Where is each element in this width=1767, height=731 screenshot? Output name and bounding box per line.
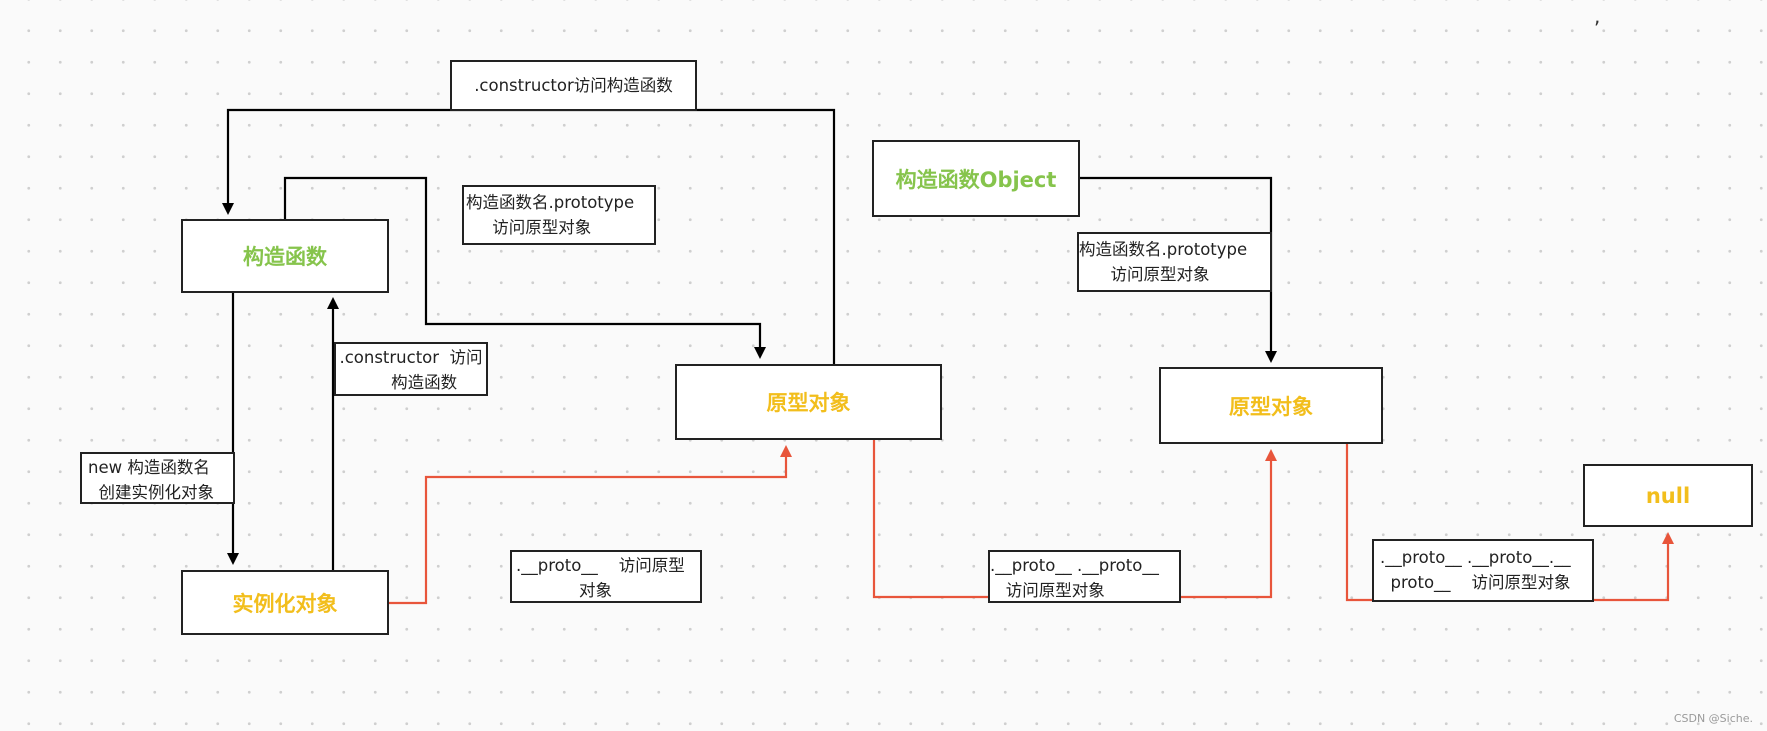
connector-constructor-to-prototype (283, 176, 766, 359)
prototype-node-left: 原型对象 (675, 364, 942, 440)
label-proto-access: .__proto__ 访问原型 对象 (510, 550, 702, 603)
constructor-object-node: 构造函数Object (872, 140, 1080, 217)
constructor-node: 构造函数 (181, 219, 389, 293)
null-node: null (1583, 464, 1753, 527)
label-new-instance: new 构造函数名 创建实例化对象 (80, 452, 235, 504)
label-constructor-top: .constructor访问构造函数 (450, 60, 697, 111)
label-proto-proto-proto: .__proto__ .__proto__.__ proto__ 访问原型对象 (1372, 539, 1594, 602)
label-proto-proto: .__proto__ .__proto__ 访问原型对象 (988, 550, 1181, 603)
watermark: CSDN @Siche. (1673, 712, 1753, 725)
instance-node: 实例化对象 (181, 570, 389, 635)
label-constructor-access: .constructor 访问 构造函数 (334, 342, 488, 396)
stray-mark: , (1594, 4, 1601, 28)
label-prototype-access-left: 构造函数名.prototype 访问原型对象 (462, 185, 656, 245)
connector-object-to-prototype (1078, 176, 1277, 363)
label-prototype-access-right: 构造函数名.prototype 访问原型对象 (1077, 232, 1272, 292)
connector-instance-to-prototype (388, 445, 792, 605)
prototype-node-right: 原型对象 (1159, 367, 1383, 444)
